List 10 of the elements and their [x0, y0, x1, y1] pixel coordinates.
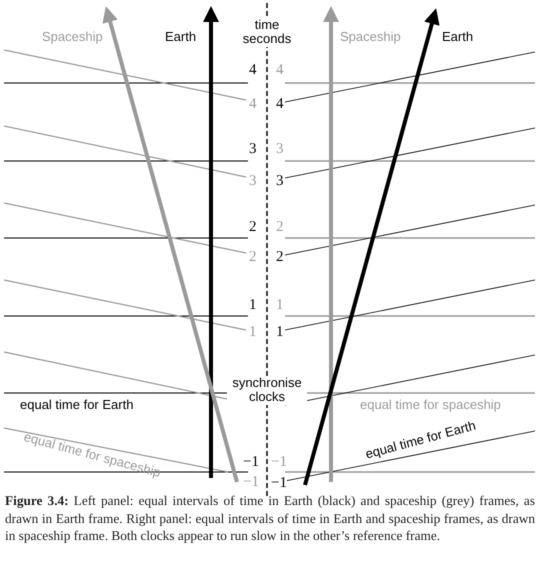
figure-caption: Figure 3.4: Left panel: equal intervals of time in Earth (black) and spaceship (grey) frames, as drawn in Earth frame. Right panel: equal intervals of time in Earth and spaceship frames, as drawn in spaceship frame. Both clocks appear to run slow in the other’s reference frame.: [5, 492, 535, 544]
axis-label: Spaceship: [340, 30, 401, 44]
axis-label: Earth: [165, 30, 196, 44]
annotation: equal time for spaceship: [360, 398, 501, 412]
annotation: equal time for Earth: [364, 418, 478, 462]
axis-label: time seconds: [240, 18, 294, 47]
axis-label: Spaceship: [42, 30, 103, 44]
axis-label: Earth: [442, 30, 474, 44]
annotation: equal time for Earth: [20, 398, 134, 412]
annotation: synchronise clocks: [227, 376, 307, 405]
